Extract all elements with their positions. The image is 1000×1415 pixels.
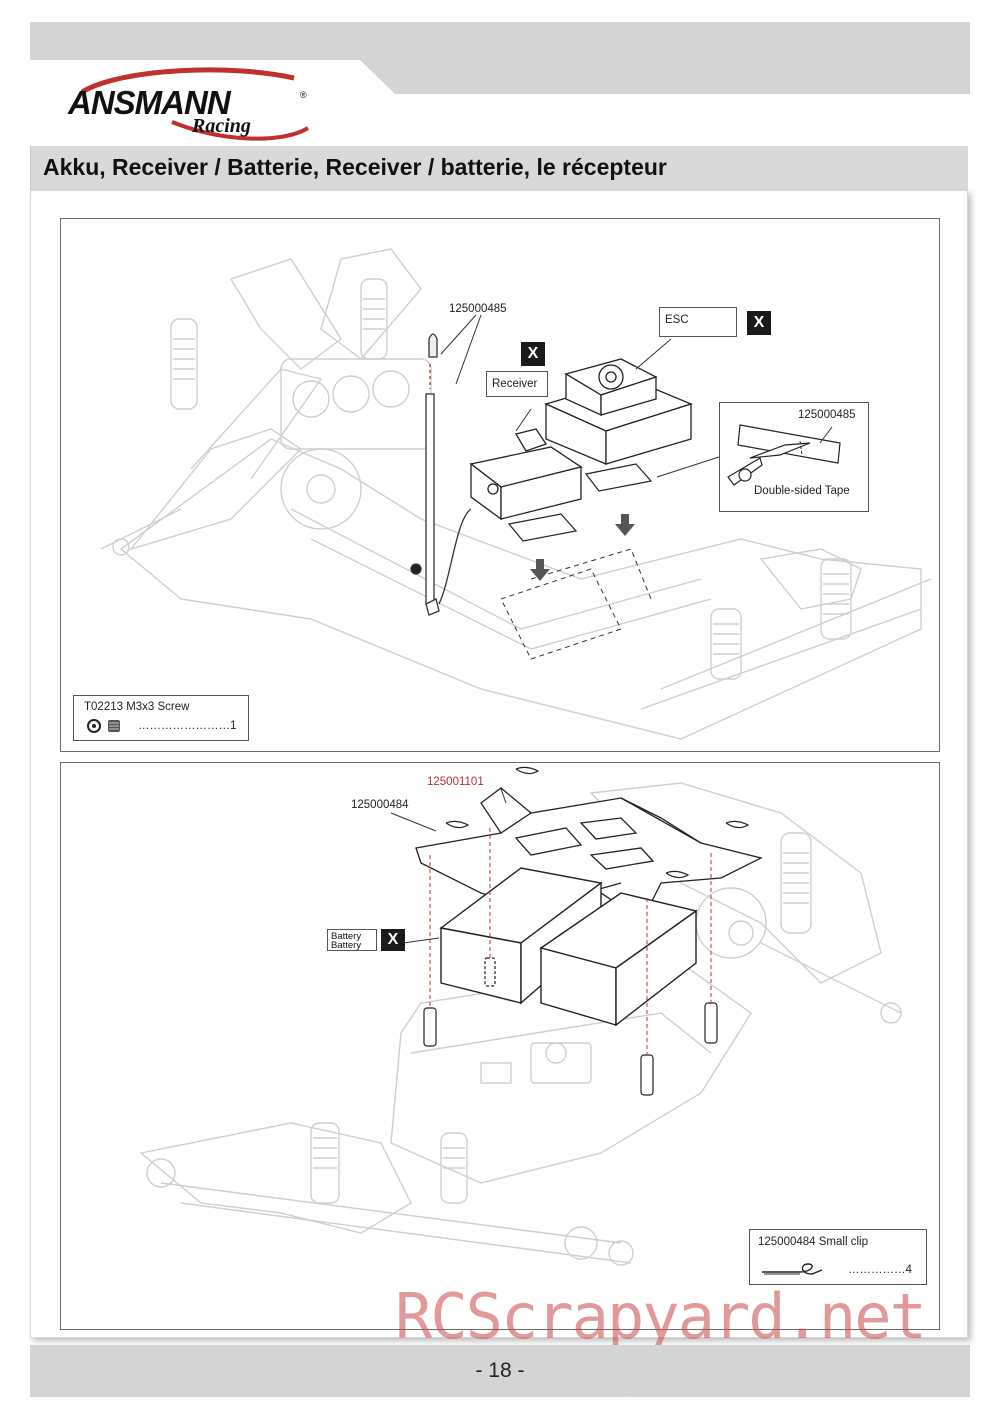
page-number: - 18 - [475, 1359, 525, 1382]
battery-remove-mark: X [381, 929, 405, 951]
receiver-label: Receiver [486, 371, 548, 397]
tape-part-number: 125000485 [798, 409, 856, 421]
esc-remove-mark: X [747, 311, 771, 335]
screw-icon [87, 719, 120, 733]
remove-mark: X [521, 342, 545, 366]
battery-label-line-1: Battery [331, 931, 362, 942]
antenna-part-number: 125000485 [449, 303, 507, 315]
esc-label: ESC [659, 307, 737, 337]
svg-text:®: ® [300, 90, 307, 100]
battery-label-line-2: Battery [331, 940, 362, 951]
plate-part-number: 125001101 [427, 776, 484, 788]
parts-box-quantity: ……………………1 [138, 720, 237, 732]
footer-band [30, 1345, 970, 1397]
section-title: Akku, Receiver / Batterie, Receiver / ba… [43, 154, 667, 180]
double-sided-tape-callout: 125000485 Double-sided Tape [719, 402, 869, 512]
header-band [30, 22, 970, 94]
section-title-bar: Akku, Receiver / Batterie, Receiver / ba… [30, 146, 968, 190]
tape-label: Double-sided Tape [754, 485, 850, 497]
ansmann-racing-logo: ANSMANN ® Racing [62, 66, 322, 146]
parts-box-quantity: ……………4 [848, 1264, 912, 1276]
svg-text:Racing: Racing [191, 115, 251, 137]
svg-text:ANSMANN: ANSMANN [67, 84, 232, 121]
battery-assembly-drawing [139, 766, 902, 1266]
assembly-step-battery: 125001101 125000484 Battery Battery X 12… [60, 762, 940, 1330]
parts-box-screw: T02213 M3x3 Screw ……………………1 [73, 695, 249, 741]
parts-box-small-clip: 125000484 Small clip ……………4 [749, 1229, 927, 1285]
assembly-step-receiver: 125000485 X Receiver ESC X 125000485 Dou… [60, 218, 940, 752]
receiver-assembly-drawing [100, 248, 932, 740]
battery-label: Battery Battery [327, 929, 377, 951]
small-clip-icon [762, 1263, 823, 1275]
parts-box-title: T02213 M3x3 Screw [84, 701, 190, 713]
clip-part-number: 125000484 [351, 799, 409, 811]
tape-cutter-icon [727, 424, 841, 486]
parts-box-title: 125000484 Small clip [758, 1236, 868, 1248]
watermark: RCScrapyard.net [395, 1280, 927, 1353]
